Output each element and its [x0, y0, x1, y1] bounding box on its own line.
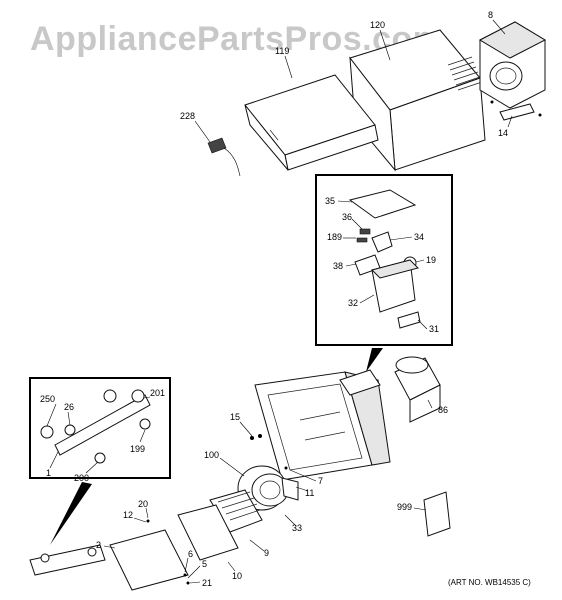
art-number: (ART NO. WB14535 C) — [448, 578, 531, 587]
charcoal-filter — [177, 504, 239, 561]
callout-38: 38 — [333, 261, 343, 271]
callout-35: 35 — [325, 196, 335, 206]
callout-12: 12 — [123, 510, 133, 520]
callout-189: 189 — [327, 232, 342, 242]
control-panel-front — [29, 544, 106, 576]
callout-9: 9 — [264, 548, 269, 558]
callout-1: 1 — [46, 468, 51, 478]
callout-119: 119 — [275, 46, 289, 56]
callout-199: 199 — [130, 444, 145, 454]
callout-120: 120 — [370, 20, 385, 30]
callout-32: 32 — [348, 298, 358, 308]
callout-26: 26 — [64, 402, 74, 412]
callout-2: 2 — [96, 540, 101, 550]
screw-set — [146, 434, 288, 585]
callout-201: 201 — [150, 388, 165, 398]
callout-250: 250 — [40, 394, 55, 404]
callout-7: 7 — [318, 476, 323, 486]
callout-19: 19 — [426, 255, 436, 265]
callout-14: 14 — [498, 128, 508, 138]
callout-34: 34 — [414, 232, 424, 242]
callout-228: 228 — [180, 111, 195, 121]
callout-36: 36 — [342, 212, 352, 222]
control-assembly-inset — [315, 174, 453, 346]
callout-15: 15 — [230, 412, 240, 422]
inset-pointer-bottom — [50, 482, 92, 545]
transition-duct — [394, 356, 441, 423]
duct-cover-lower — [244, 74, 379, 171]
hood-body — [254, 369, 391, 481]
callout-33: 33 — [292, 523, 302, 533]
callout-100: 100 — [204, 450, 219, 460]
damper-bracket — [490, 100, 542, 121]
leader-lines — [46, 19, 513, 584]
callout-999: 999 — [397, 502, 412, 512]
callout-6: 6 — [188, 549, 193, 559]
knob-assembly-parts — [40, 389, 151, 464]
inset-pointer-top — [366, 348, 383, 372]
callout-200: 200 — [74, 473, 89, 483]
callout-11: 11 — [305, 488, 314, 498]
callout-5: 5 — [202, 559, 207, 569]
knob-assembly-inset — [29, 377, 171, 479]
callout-86: 86 — [438, 405, 448, 415]
callout-21: 21 — [202, 578, 212, 588]
bottom-panel — [109, 529, 189, 591]
duct-cover-upper — [349, 29, 486, 172]
literature-card — [423, 491, 451, 537]
power-cord — [207, 137, 241, 177]
callout-10: 10 — [232, 571, 242, 581]
callout-labels: 8 120 119 228 14 35 36 189 34 38 19 32 3… — [40, 10, 508, 588]
control-assembly-parts — [348, 189, 421, 329]
callout-31: 31 — [429, 324, 439, 334]
callout-20: 20 — [138, 499, 148, 509]
damper-housing — [478, 21, 547, 109]
callout-8: 8 — [488, 10, 493, 20]
